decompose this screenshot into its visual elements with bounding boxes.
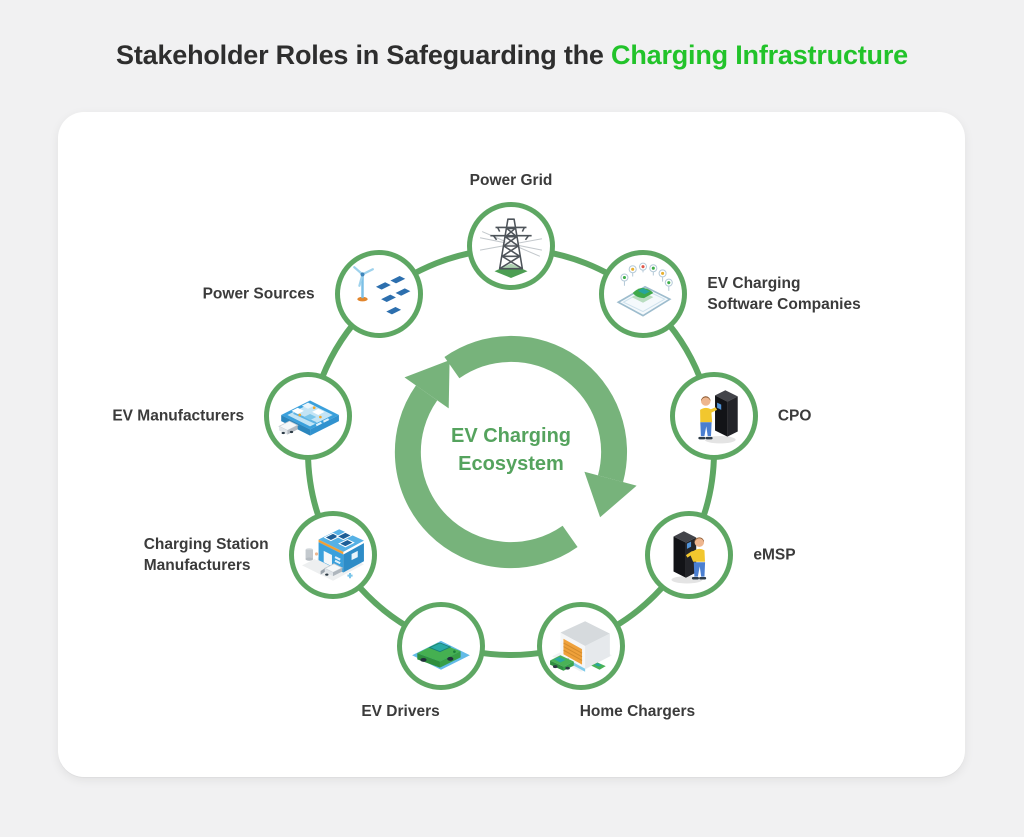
emsp-icon bbox=[656, 522, 722, 588]
node-label-line: Power Grid bbox=[469, 172, 553, 189]
cycle-arrows-icon bbox=[394, 336, 637, 569]
node-circle-ev-charging-software-companies bbox=[599, 250, 688, 339]
node-label-ev-drivers: EV Drivers bbox=[361, 701, 439, 722]
node-circle-home-chargers bbox=[537, 601, 626, 690]
node-ev-drivers: EV Drivers bbox=[361, 601, 485, 720]
center-label: EV Charging Ecosystem bbox=[451, 422, 571, 478]
node-label-line: Charging Station bbox=[143, 536, 269, 553]
node-label-line: Power Sources bbox=[202, 285, 315, 303]
page-title: Stakeholder Roles in Safeguarding the Ch… bbox=[0, 40, 1024, 71]
node-label-power-grid: Power Grid bbox=[470, 170, 553, 191]
power-grid-icon bbox=[478, 213, 544, 279]
node-circle-power-sources bbox=[334, 250, 423, 339]
ev-software-icon bbox=[610, 261, 676, 327]
node-label-line: EV Manufacturers bbox=[112, 407, 245, 425]
node-label-line: Manufacturers bbox=[143, 557, 251, 574]
cpo-icon bbox=[681, 383, 747, 449]
node-power-grid: Power Grid bbox=[467, 172, 555, 290]
node-label-home-chargers: Home Chargers bbox=[580, 701, 695, 722]
ev-drivers-icon bbox=[408, 613, 474, 679]
node-cpo: CPO bbox=[669, 372, 811, 461]
node-circle-charging-station-manufacturers bbox=[288, 511, 377, 599]
node-circle-emsp bbox=[645, 511, 734, 599]
node-circle-cpo bbox=[669, 372, 758, 461]
node-label-line: EV Charging bbox=[707, 275, 801, 293]
node-label-line: Home Chargers bbox=[579, 702, 696, 720]
page-title-dark: Stakeholder Roles in Safeguarding the bbox=[116, 40, 612, 70]
center-label-line1: EV Charging bbox=[450, 425, 572, 447]
node-label-emsp: eMSP bbox=[753, 545, 795, 566]
node-label-line: CPO bbox=[777, 407, 812, 425]
ecosystem-card: EV Charging Ecosystem Power Grid EV Charg… bbox=[58, 112, 965, 777]
page-title-highlight: Charging Infrastructure bbox=[611, 40, 908, 70]
center-label-line2: Ecosystem bbox=[458, 453, 564, 475]
node-label-line: eMSP bbox=[753, 546, 796, 564]
node-label-cpo: CPO bbox=[778, 406, 812, 427]
node-circle-power-grid bbox=[467, 202, 555, 290]
node-ev-manufacturers: EV Manufacturers bbox=[112, 372, 353, 461]
node-label-ev-manufacturers: EV Manufacturers bbox=[112, 406, 244, 427]
node-label-line: Software Companies bbox=[707, 296, 861, 314]
ev-manufacturers-icon bbox=[275, 383, 341, 449]
node-label-line: EV Drivers bbox=[361, 702, 440, 720]
node-label-power-sources: Power Sources bbox=[203, 284, 315, 305]
node-power-sources: Power Sources bbox=[203, 250, 423, 339]
node-emsp: eMSP bbox=[645, 511, 796, 599]
node-circle-ev-manufacturers bbox=[264, 372, 353, 461]
home-chargers-icon bbox=[548, 613, 614, 679]
node-home-chargers: Home Chargers bbox=[537, 601, 695, 720]
power-sources-icon bbox=[346, 261, 412, 327]
charging-station-manufacturers-icon bbox=[300, 522, 366, 588]
node-circle-ev-drivers bbox=[396, 601, 485, 690]
